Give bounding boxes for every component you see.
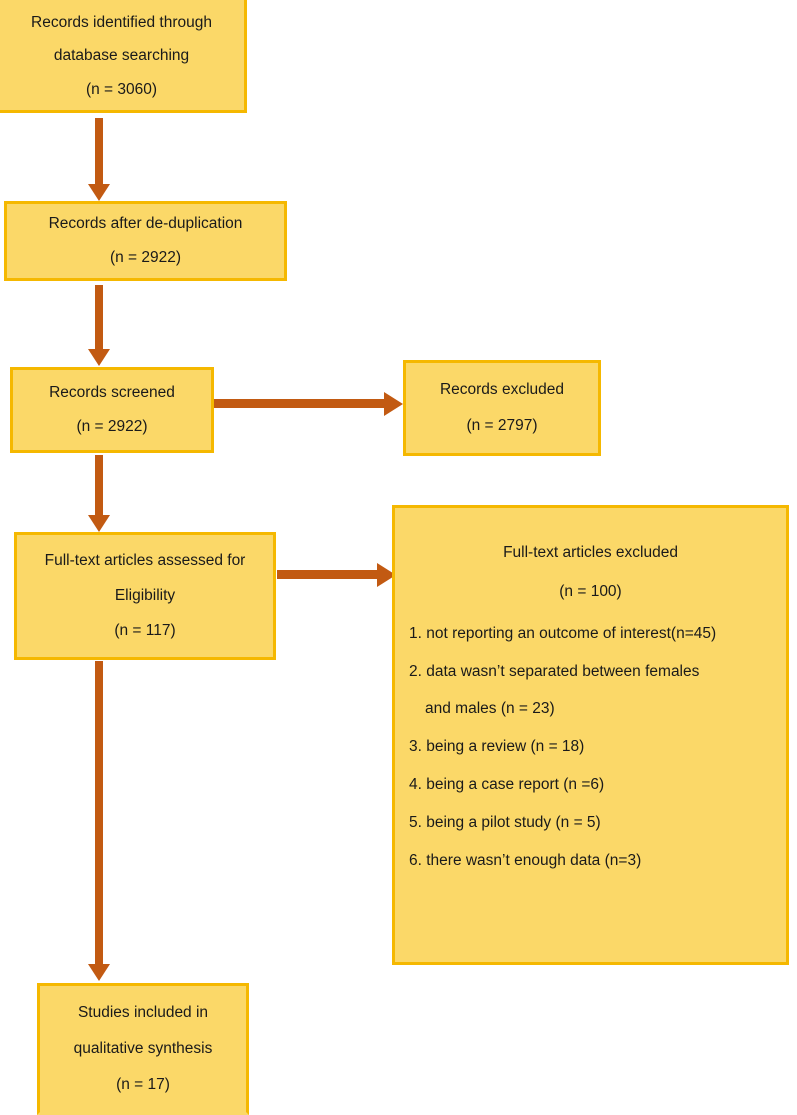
node-line: Studies included in bbox=[77, 1003, 209, 1021]
arrow-shaft bbox=[95, 285, 103, 349]
reason-item: 2. data wasn’t separated between females… bbox=[403, 663, 778, 718]
node-line: (n = 3060) bbox=[85, 80, 158, 98]
node-studies-included: Studies included in qualitative synthesi… bbox=[37, 983, 249, 1115]
node-records-screened: Records screened (n = 2922) bbox=[10, 367, 214, 453]
arrow-head-icon bbox=[88, 349, 110, 366]
node-records-excluded: Records excluded (n = 2797) bbox=[403, 360, 601, 456]
node-records-after-dedup: Records after de-duplication (n = 2922) bbox=[4, 201, 287, 281]
arrow-shaft bbox=[95, 455, 103, 515]
reason-item: 3. being a review (n = 18) bbox=[409, 738, 585, 755]
node-line: Records after de-duplication bbox=[48, 214, 243, 232]
reason-item-text: 2. data wasn’t separated between females bbox=[409, 663, 700, 680]
arrow-head-icon bbox=[88, 184, 110, 201]
arrow-head-icon bbox=[88, 964, 110, 981]
reason-item-continuation: and males (n = 23) bbox=[425, 700, 555, 717]
reason-item: 1. not reporting an outcome of interest(… bbox=[409, 625, 717, 642]
node-line: (n = 2797) bbox=[466, 417, 538, 434]
node-line: qualitative synthesis bbox=[73, 1039, 213, 1057]
node-line: (n = 17) bbox=[116, 1076, 170, 1094]
reason-item: 6. there wasn’t enough data (n=3) bbox=[409, 852, 642, 869]
reason-item: 4. being a case report (n =6) bbox=[409, 776, 605, 793]
arrow-head-icon bbox=[384, 392, 403, 416]
reason-item: 5. being a pilot study (n = 5) bbox=[409, 814, 601, 831]
node-fulltext-assessed: Full-text articles assessed for Eligibil… bbox=[14, 532, 276, 660]
arrow-head-icon bbox=[88, 515, 110, 532]
node-line: Records identified through bbox=[31, 14, 212, 32]
reasons-header-line: Full-text articles excluded bbox=[503, 544, 678, 561]
arrow-shaft bbox=[277, 570, 377, 579]
arrow-shaft bbox=[95, 661, 103, 964]
node-line: (n = 2922) bbox=[109, 249, 182, 266]
node-line: Full-text articles assessed for bbox=[44, 551, 246, 569]
node-fulltext-excluded-reasons: Full-text articles excluded (n = 100) 1.… bbox=[392, 505, 789, 965]
node-line: Records screened bbox=[49, 383, 175, 401]
reasons-header-line: (n = 100) bbox=[559, 583, 622, 600]
node-line: database searching bbox=[53, 47, 190, 65]
node-line: (n = 2922) bbox=[76, 418, 148, 435]
node-line: (n = 117) bbox=[114, 622, 176, 640]
arrow-shaft bbox=[95, 118, 103, 184]
arrow-shaft bbox=[214, 399, 384, 408]
node-records-identified: Records identified through database sear… bbox=[0, 0, 247, 113]
arrow-head-icon bbox=[377, 563, 396, 587]
reasons-header: Full-text articles excluded (n = 100) bbox=[403, 544, 778, 601]
node-line: Eligibility bbox=[114, 586, 176, 604]
node-line: Records excluded bbox=[439, 380, 565, 398]
